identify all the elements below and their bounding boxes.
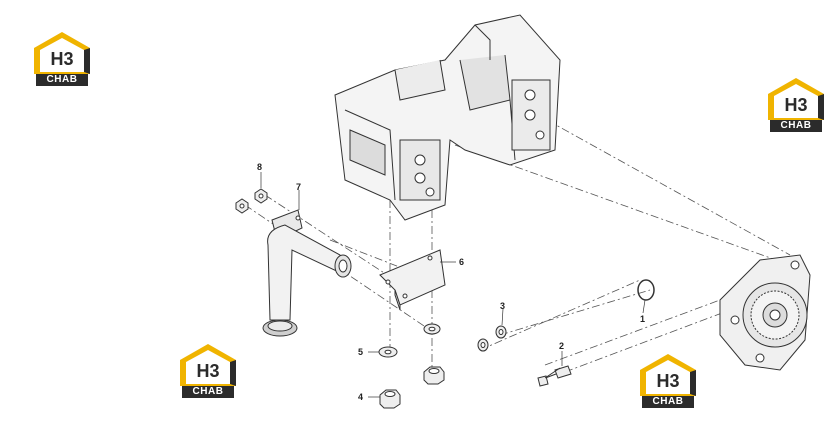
callout-leaders [260, 172, 646, 398]
house-logo-icon [768, 78, 824, 120]
callout-1: 1 [640, 314, 646, 324]
callout-3: 3 [500, 301, 506, 311]
logo-text: CHAB [182, 386, 234, 398]
watermark-logo: H3 CHAB [764, 74, 828, 134]
logo-text: CHAB [770, 120, 822, 132]
watermark-logo: H3 CHAB [176, 340, 240, 400]
watermark-logo: H3 CHAB [30, 28, 94, 88]
engine-block [334, 14, 561, 221]
part-2-bolts [537, 365, 572, 387]
callout-6: 6 [459, 257, 465, 267]
callout-8: 8 [257, 162, 263, 172]
callout-7: 7 [296, 182, 302, 192]
assembly-guide-lines [244, 104, 791, 375]
logo-text: CHAB [36, 74, 88, 86]
oil-pump [719, 254, 811, 371]
part-5-washers [378, 323, 441, 358]
part-8-nuts [235, 188, 268, 214]
part-6-bracket [379, 249, 446, 311]
logo-mark: H3 [784, 95, 808, 115]
logo-mark: H3 [50, 49, 74, 69]
part-3-washers [477, 325, 507, 352]
callout-5: 5 [358, 347, 364, 357]
callout-2: 2 [559, 341, 565, 351]
part-4-nuts [379, 366, 445, 409]
logo-mark: H3 [656, 371, 680, 391]
house-logo-icon [180, 344, 236, 386]
house-logo-icon [640, 354, 696, 396]
watermark-logo: H3 CHAB [636, 350, 700, 410]
part-7-suction-pipe [262, 209, 352, 337]
part-1-o-ring [637, 279, 655, 301]
house-logo-icon [34, 32, 90, 74]
logo-text: CHAB [642, 396, 694, 408]
callout-4: 4 [358, 392, 364, 402]
logo-mark: H3 [196, 361, 220, 381]
